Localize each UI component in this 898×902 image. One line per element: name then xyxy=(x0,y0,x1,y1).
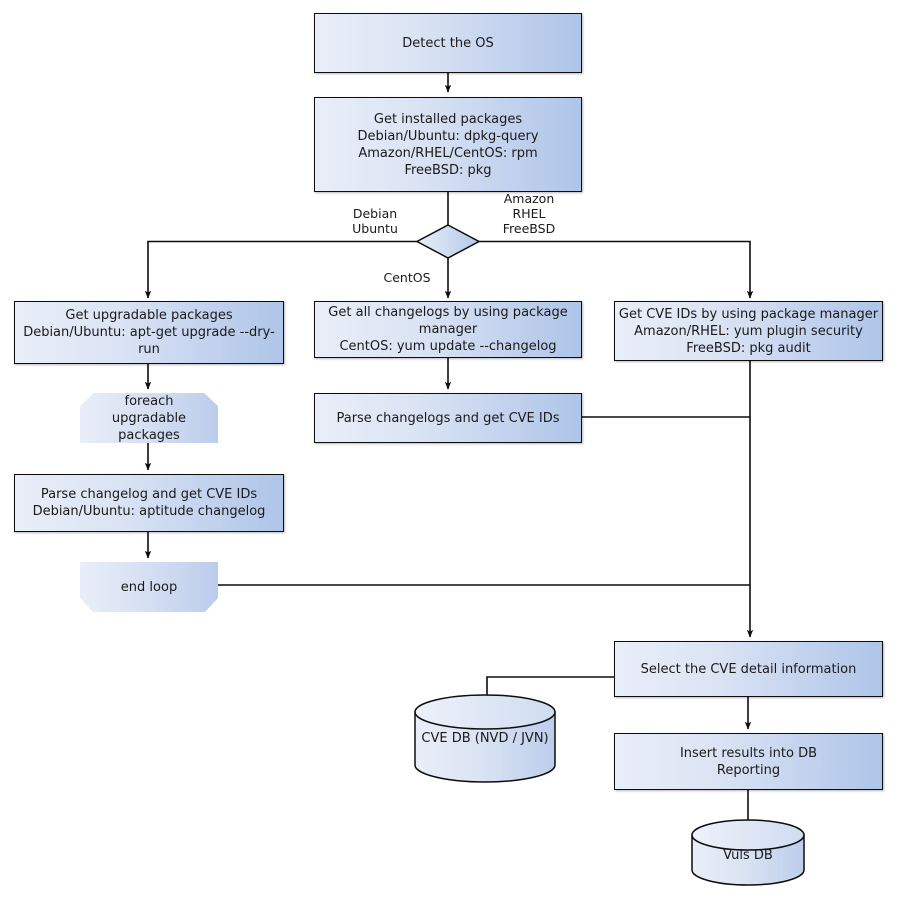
vuls-db-label[interactable]: Vuls DB xyxy=(723,847,773,863)
os-decision-diamond xyxy=(415,224,481,259)
node-get-cve-ids[interactable]: Get CVE IDs by using package manager Ama… xyxy=(614,301,883,361)
edge-label-debian-ubuntu: Debian Ubuntu xyxy=(352,206,398,236)
node-get-upgradable-packages[interactable]: Get upgradable packages Debian/Ubuntu: a… xyxy=(14,301,284,364)
node-insert-results[interactable]: Insert results into DB Reporting xyxy=(614,733,883,790)
vuls-db-cylinder xyxy=(691,819,805,886)
foreach-loop-label: foreach upgradable packages xyxy=(111,393,187,443)
node-parse-changelogs[interactable]: Parse changelogs and get CVE IDs xyxy=(314,393,582,443)
end-loop-label: end loop xyxy=(120,579,178,595)
node-foreach-loop[interactable]: foreach upgradable packages xyxy=(80,393,218,443)
edge-label-amazon-rhel-freebsd: Amazon RHEL FreeBSD xyxy=(502,191,556,236)
edge-label-centos: CentOS xyxy=(383,270,431,285)
node-detect-os[interactable]: Detect the OS xyxy=(314,13,582,73)
node-select-cve-detail[interactable]: Select the CVE detail information xyxy=(614,641,883,697)
node-parse-changelog-single[interactable]: Parse changelog and get CVE IDs Debian/U… xyxy=(14,474,284,532)
node-get-installed-packages[interactable]: Get installed packages Debian/Ubuntu: dp… xyxy=(314,97,582,192)
cve-db-cylinder xyxy=(414,694,556,783)
node-end-loop[interactable]: end loop xyxy=(80,562,218,612)
cve-db-label[interactable]: CVE DB (NVD / JVN) xyxy=(421,730,549,746)
node-get-all-changelogs[interactable]: Get all changelogs by using package mana… xyxy=(314,301,582,358)
